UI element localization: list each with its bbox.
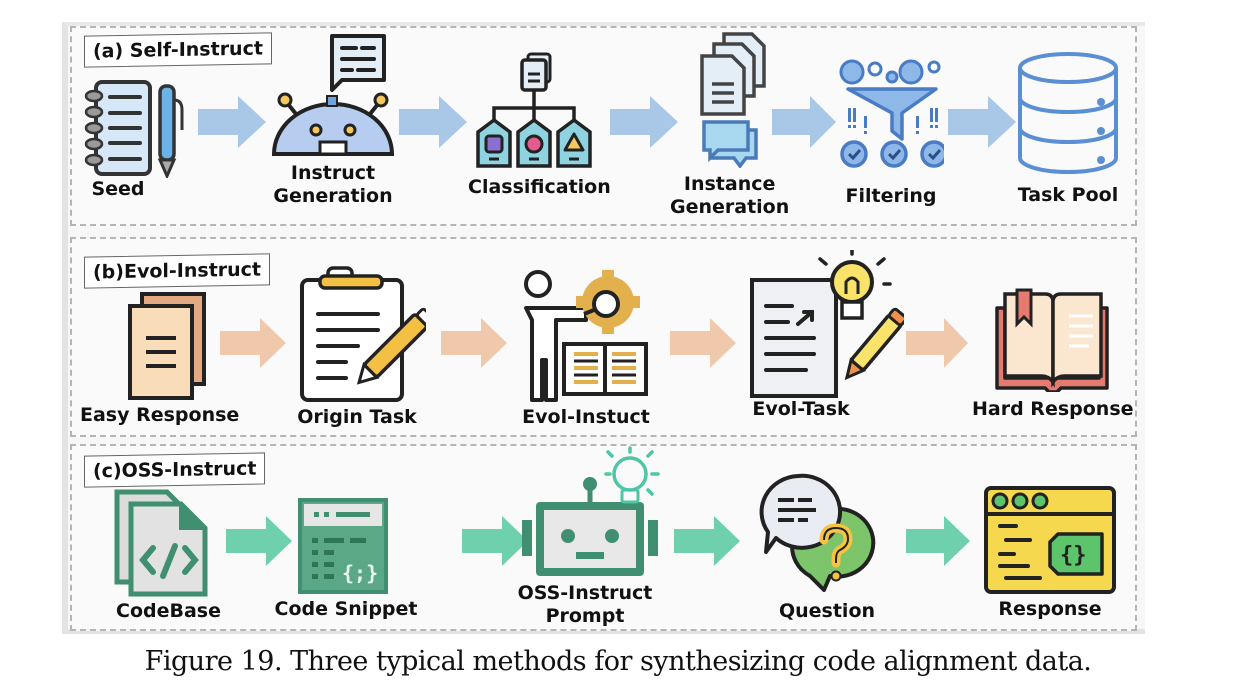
step-oss-instruct-prompt: OSS-Instruct Prompt (517, 446, 660, 628)
step-classification: Classification (468, 52, 611, 199)
step-label-line2: Generation (273, 185, 393, 207)
step-label: Classification (468, 176, 611, 198)
step-evol-instuct: Evol-Instuct (522, 264, 650, 429)
flow-arrow (198, 96, 266, 148)
code-window-icon: {;} (298, 498, 388, 594)
flow-arrow (772, 96, 836, 148)
panel-title: (a) Self-Instruct (84, 32, 272, 68)
step-hard-response: Hard Response (972, 286, 1134, 421)
code-files-icon (114, 489, 208, 597)
paper-stack-icon (127, 292, 206, 400)
step-seed: Seed (84, 80, 186, 201)
database-icon (1018, 52, 1118, 174)
step-filtering: Filtering (838, 58, 944, 208)
robot-lightbulb-icon (522, 446, 660, 576)
flow-arrow (674, 516, 740, 566)
flow-arrow (906, 516, 970, 566)
step-label: Response (998, 598, 1102, 620)
step-label-line1: OSS-Instruct (517, 582, 653, 604)
step-label: Code Snippet (274, 598, 418, 620)
flow-arrow (220, 318, 286, 368)
flow-arrow (462, 516, 528, 566)
step-label: Evol-Task (752, 398, 850, 420)
step-instruct-generation: Instruct Generation (270, 32, 396, 208)
step-question: Question (758, 472, 878, 623)
notebook-pen-icon (84, 80, 184, 178)
step-label-line2: Generation (670, 196, 790, 218)
step-task-pool: Task Pool (1016, 50, 1120, 207)
step-label: Seed (91, 178, 145, 200)
step-label: Easy Response (80, 404, 240, 426)
panel-title: (c)OSS-Instruct (84, 452, 266, 488)
flow-arrow (948, 96, 1016, 148)
step-easy-response: Easy Response (80, 290, 239, 427)
document-lightbulb-icon (750, 250, 904, 398)
question-bubbles-icon (759, 473, 876, 592)
person-gear-book-icon (524, 270, 648, 402)
step-label: CodeBase (116, 600, 221, 622)
robot-chat-icon (271, 34, 395, 156)
documents-chat-icon (699, 32, 766, 168)
figure-caption: Figure 19. Three typical methods for syn… (144, 646, 1092, 677)
step-response: {} Response (984, 486, 1116, 621)
flow-arrow (610, 96, 678, 148)
clipboard-pen-icon (300, 266, 426, 402)
step-instance-generation: Instance Generation (670, 30, 789, 219)
flow-arrow (906, 318, 968, 368)
hierarchy-tags-icon (476, 52, 593, 168)
step-label: Task Pool (1017, 184, 1119, 206)
step-label: Filtering (845, 185, 937, 207)
svg-text:{}: {} (1060, 543, 1087, 568)
step-label-line2: Prompt (545, 605, 625, 627)
step-label: Hard Response (972, 398, 1134, 420)
flow-arrow (441, 318, 507, 368)
step-label: Question (778, 600, 876, 622)
svg-text:{;}: {;} (342, 561, 378, 585)
open-book-icon (995, 288, 1109, 392)
step-origin-task: Origin Task (297, 266, 426, 429)
funnel-filter-icon (839, 59, 944, 168)
panel-title: (b)Evol-Instruct (84, 253, 271, 289)
step-evol-task: Evol-Task (748, 250, 904, 421)
browser-code-icon: {} (984, 486, 1116, 594)
step-codebase: CodeBase (106, 488, 221, 623)
flow-arrow (670, 318, 736, 368)
flow-arrow (226, 516, 292, 566)
step-label: Evol-Instuct (522, 406, 650, 428)
step-label: Origin Task (297, 406, 417, 428)
step-label-line1: Instruct (290, 162, 376, 184)
flow-arrow (399, 96, 467, 148)
step-code-snippet: {;} Code Snippet (275, 496, 430, 621)
step-label-line1: Instance (683, 173, 776, 195)
